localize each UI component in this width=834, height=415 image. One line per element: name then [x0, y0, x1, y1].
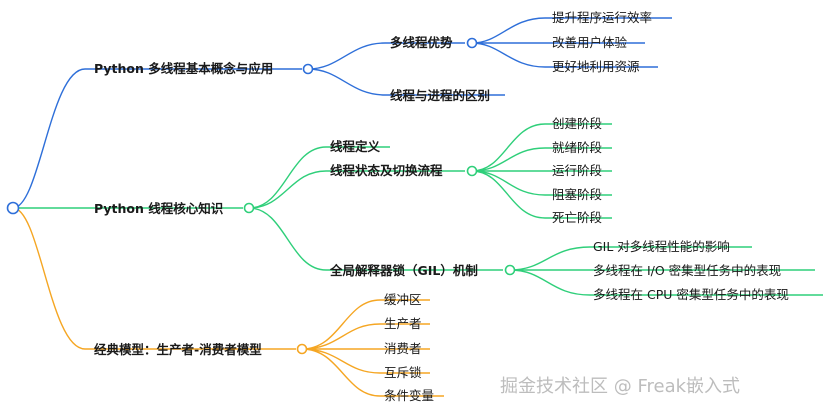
- branch3-label: 经典模型：生产者-消费者模型: [94, 342, 262, 357]
- edge-model-1: [301, 299, 430, 350]
- advantage-item-3: 更好地利用资源: [552, 59, 640, 74]
- edge-gil-3: [509, 269, 823, 296]
- state-item-2: 就绪阶段: [552, 140, 602, 155]
- advantages-label: 多线程优势: [390, 35, 453, 50]
- branch1-label: Python 多线程基本概念与应用: [94, 61, 273, 76]
- advantage-item-2: 改善用户体验: [552, 35, 628, 50]
- advantages-node: [466, 37, 478, 49]
- edge-branch1-difference: [307, 68, 505, 96]
- edge-root-branch1: [12, 68, 302, 209]
- model-item-1: 缓冲区: [384, 292, 422, 307]
- edge-state-1: [471, 123, 612, 172]
- states-node: [466, 165, 478, 177]
- edge-branch1-advantages: [307, 42, 465, 70]
- edge-state-2: [471, 147, 612, 172]
- model-item-4: 互斥锁: [384, 365, 422, 380]
- watermark: 掘金技术社区 @ Freak嵌入式: [500, 376, 740, 397]
- definition-label: 线程定义: [330, 139, 381, 154]
- branch2-node: [243, 202, 255, 214]
- edge-branch2-definition: [248, 146, 390, 209]
- model-item-3: 消费者: [384, 341, 422, 356]
- gil-label: 全局解释器锁（GIL）机制: [329, 263, 478, 278]
- model-item-2: 生产者: [384, 316, 422, 331]
- state-item-3: 运行阶段: [552, 163, 602, 178]
- gil-item-2: 多线程在 I/O 密集型任务中的表现: [593, 263, 781, 278]
- model-item-5: 条件变量: [384, 388, 434, 403]
- edge-advantage-3: [471, 42, 658, 68]
- edge-model-5: [301, 348, 444, 397]
- edge-branch2-states: [248, 170, 465, 209]
- gil-item-3: 多线程在 CPU 密集型任务中的表现: [593, 287, 789, 302]
- gil-item-1: GIL 对多线程性能的影响: [593, 239, 730, 254]
- edge-state-4: [471, 170, 612, 196]
- branch3-node: [296, 343, 308, 355]
- edge-branch2-gil: [248, 207, 503, 271]
- edge-advantage-1: [471, 17, 672, 44]
- root-node: [6, 201, 20, 215]
- edge-model-4: [301, 348, 430, 374]
- branch1-node: [302, 63, 314, 75]
- advantage-item-1: 提升程序运行效率: [552, 10, 652, 25]
- branch2-label: Python 线程核心知识: [94, 201, 224, 216]
- edge-model-2: [301, 323, 430, 350]
- states-label: 线程状态及切换流程: [330, 163, 443, 178]
- edge-gil-1: [509, 246, 752, 271]
- edge-root-branch3: [12, 207, 296, 350]
- gil-node: [504, 264, 516, 276]
- state-item-4: 阻塞阶段: [552, 187, 602, 202]
- difference-label: 线程与进程的区别: [390, 88, 490, 103]
- state-item-5: 死亡阶段: [552, 210, 602, 225]
- state-item-1: 创建阶段: [552, 116, 602, 131]
- edge-state-5: [471, 170, 612, 219]
